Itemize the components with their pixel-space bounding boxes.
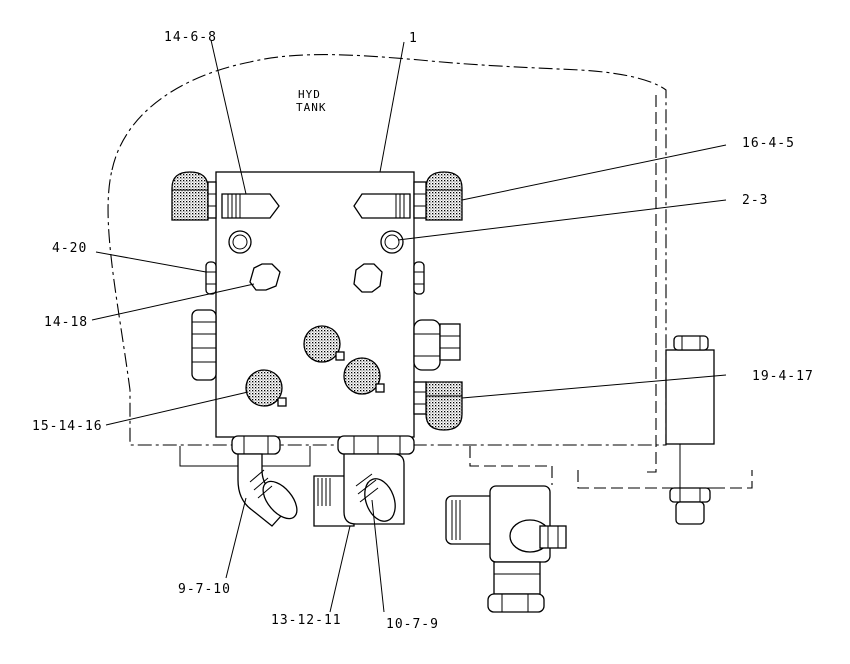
mounting-plate-mid <box>469 446 553 485</box>
valve-plug-left <box>221 193 280 219</box>
left-top-fitting <box>171 171 217 221</box>
callout-2-3: 2-3 <box>742 193 768 208</box>
elbow-fitting-right <box>343 453 405 525</box>
callout-4-20: 4-20 <box>52 241 87 256</box>
tank-label-line2: TANK <box>296 101 327 114</box>
hydraulic-tank-outline <box>107 54 667 446</box>
elbow-fitting-left <box>237 453 298 527</box>
lower-left-knob-stem <box>277 397 287 407</box>
mounting-plate-right <box>577 470 753 489</box>
callout-15-14-16: 15-14-16 <box>32 419 103 434</box>
side-bolt-right <box>413 261 425 295</box>
leader-2-3 <box>397 199 727 241</box>
callout-1: 1 <box>409 31 418 46</box>
lower-valve-assembly <box>445 485 567 613</box>
leader-14-18 <box>91 283 255 321</box>
center-knob-upper <box>303 325 341 363</box>
leader-19-4-17 <box>461 374 727 399</box>
center-knob-upper-stem <box>335 351 345 361</box>
left-fitting-stack <box>191 309 217 381</box>
center-knob-lower-stem <box>375 383 385 393</box>
tank-side-wall <box>645 95 657 473</box>
bottom-coupling-right <box>337 435 415 455</box>
leader-14-6-8 <box>210 39 247 195</box>
leader-15-14-16 <box>105 391 249 426</box>
port-left-upper-inner <box>232 234 248 250</box>
callout-14-6-8: 14-6-8 <box>164 30 217 45</box>
callout-10-7-9: 10-7-9 <box>386 617 439 632</box>
leader-1 <box>379 41 405 173</box>
hex-plug-left <box>249 263 281 291</box>
callout-13-12-11: 13-12-11 <box>271 613 342 628</box>
port-right-upper <box>380 230 404 254</box>
right-stippled-block <box>413 381 463 431</box>
lower-left-knob <box>245 369 283 407</box>
center-knob-lower <box>343 357 381 395</box>
valve-plug-right <box>353 193 411 219</box>
callout-16-4-5: 16-4-5 <box>742 136 795 151</box>
bottom-coupling-left <box>231 435 281 455</box>
callout-9-7-10: 9-7-10 <box>178 582 231 597</box>
tank-label-line1: HYD <box>298 88 321 101</box>
port-left-upper <box>228 230 252 254</box>
leader-13-12-11 <box>329 525 351 613</box>
callout-19-4-17: 19-4-17 <box>752 369 814 384</box>
right-top-fitting <box>413 171 463 221</box>
leader-10-7-9 <box>371 499 385 613</box>
callout-14-18: 14-18 <box>44 315 88 330</box>
leader-9-7-10 <box>225 497 247 579</box>
side-bolt-left <box>205 261 217 295</box>
port-right-upper-inner <box>384 234 400 250</box>
leader-16-4-5 <box>461 144 727 201</box>
hex-plug-right <box>353 263 383 293</box>
right-bracket <box>662 335 720 525</box>
right-fitting-cluster <box>413 319 461 371</box>
leader-4-20 <box>95 251 207 273</box>
